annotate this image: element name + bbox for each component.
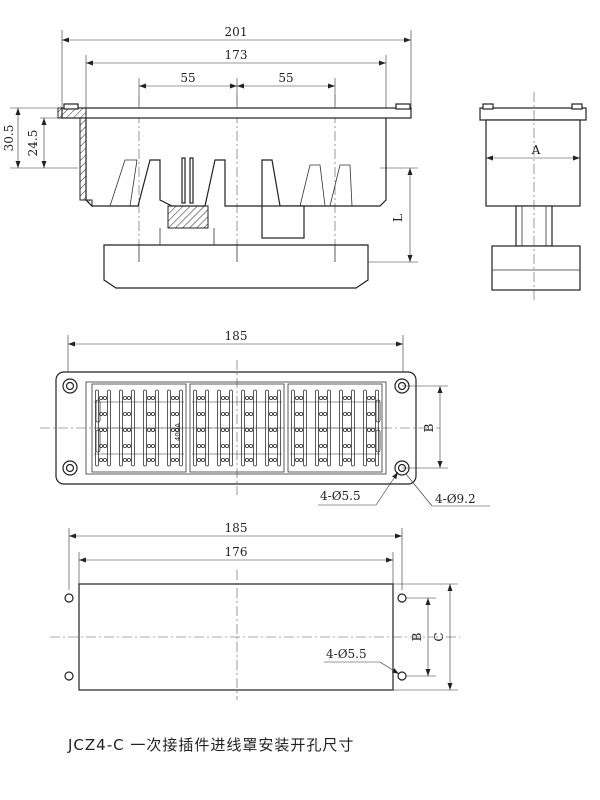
cutout-hole-tl <box>64 593 74 603</box>
flange-bolt-left <box>63 103 79 110</box>
cutout-dim-b-label: B <box>410 632 424 641</box>
clamp-section <box>167 205 209 229</box>
cutout-dim-c-label: C <box>432 632 446 641</box>
flange-plate <box>61 107 412 119</box>
cutout-dim-inner-label: 176 <box>225 545 248 559</box>
dim-left-pitch-label: 55 <box>180 71 195 85</box>
cutout-hole-br <box>397 671 407 681</box>
fork-prong-1 <box>181 157 186 204</box>
dim-inner-label: 173 <box>225 48 248 62</box>
drawing-caption: JCZ4-C 一次接插件进线罩安装开孔尺寸 <box>68 736 355 754</box>
top-dim-height-label: B <box>422 423 436 432</box>
cutout-hole-bl <box>64 671 74 681</box>
side-bolt-left <box>482 103 494 110</box>
cutout-hole-tr <box>397 593 407 603</box>
side-view: A <box>479 92 587 300</box>
side-bolt-right <box>571 103 583 110</box>
stem-block <box>261 205 305 239</box>
dim-depth-label: L <box>391 214 405 222</box>
module-rating-label: 400A <box>174 423 182 441</box>
cutout-hole-label: 4-Ø5.5 <box>326 647 367 661</box>
inner-rib-2 <box>299 164 326 207</box>
side-flange <box>479 107 587 121</box>
side-connector <box>491 245 581 291</box>
side-body <box>485 119 581 207</box>
cutout-dim-outer-label: 185 <box>225 521 248 535</box>
corner-hole-bl <box>62 460 78 476</box>
fork-prong-2 <box>189 157 194 204</box>
flange-bolt-right <box>395 103 411 110</box>
left-wall-section <box>79 117 93 208</box>
dim-height-outer-label: 30.5 <box>2 125 16 152</box>
dim-height-inner-label: 24.5 <box>26 130 40 157</box>
cutout-view: 185 176 B C 4-Ø5.5 <box>50 521 460 700</box>
bottom-connector <box>103 244 369 289</box>
side-dim-width-label: A <box>531 143 541 157</box>
inner-rib-3 <box>329 164 353 207</box>
cover-body-outline <box>85 118 387 207</box>
top-hole-small-label: 4-Ø5.5 <box>320 489 361 503</box>
inner-rib-1 <box>109 159 138 207</box>
top-view: 185 400A B 4-Ø5.5 4-Ø9.2 <box>40 329 490 507</box>
top-dim-length-label: 185 <box>225 329 248 343</box>
top-hole-large-label: 4-Ø9.2 <box>435 492 476 506</box>
corner-hole-tl <box>62 378 78 394</box>
dim-right-pitch-label: 55 <box>278 71 293 85</box>
front-section-view: 201 173 55 55 <box>2 25 418 289</box>
dim-overall-label: 201 <box>225 25 248 39</box>
